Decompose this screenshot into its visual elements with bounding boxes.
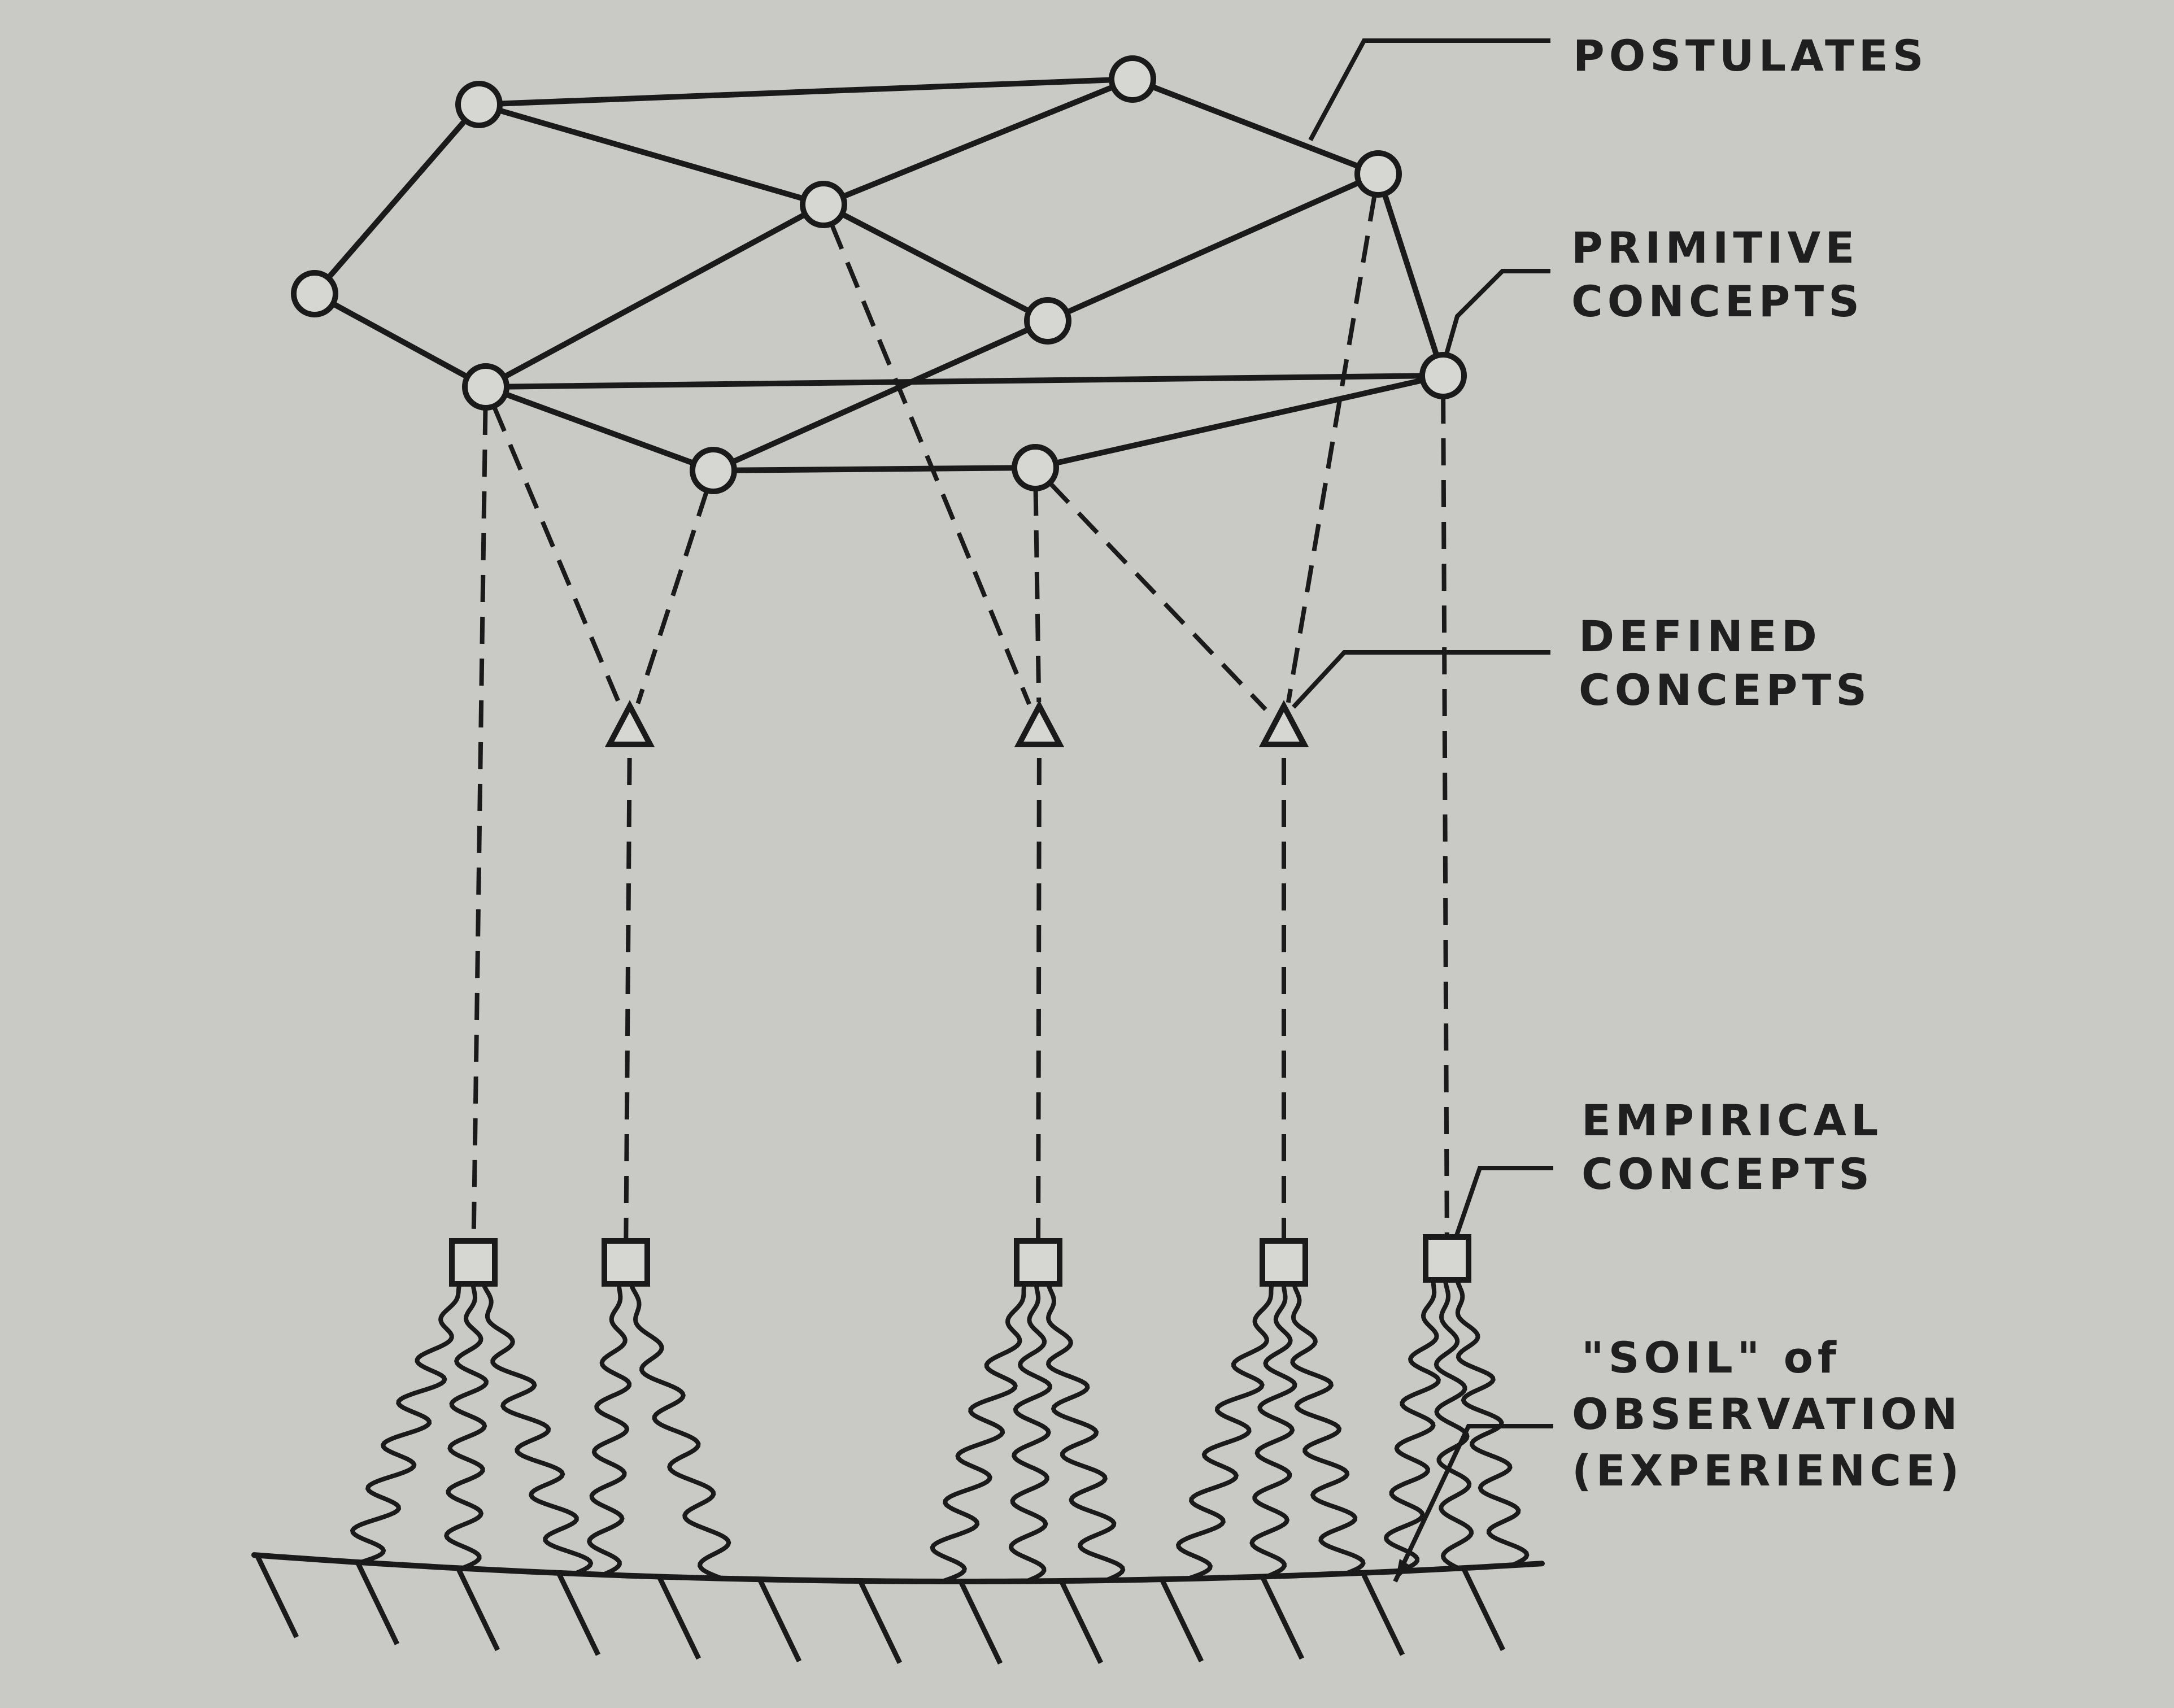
empirical-concept-node-e3 <box>1014 1238 1062 1287</box>
postulate-edge-p6-p9 <box>502 391 697 467</box>
correspondence-edge-d2-e3 <box>1036 757 1042 1241</box>
correspondence-edge-p8-e5 <box>1441 396 1449 1238</box>
label-soil-line3: (EXPERIENCE) <box>1572 1445 1964 1496</box>
ground-hatch <box>1461 1567 1506 1652</box>
primitive-concept-node-p2 <box>1109 55 1156 103</box>
ground-hatch <box>857 1580 903 1665</box>
leader-line-defined <box>1292 650 1550 709</box>
leader-line-primitive <box>1444 269 1550 357</box>
ground-hatch <box>455 1567 500 1652</box>
primitive-concept-node-p8 <box>1419 352 1467 399</box>
soil-leader-arrow-icon <box>1395 1559 1410 1581</box>
primitive-concept-node-p3 <box>800 181 847 228</box>
defined-concept-node-d2 <box>1014 700 1065 747</box>
postulate-edge-p6-p8 <box>503 373 1426 390</box>
observation-root-e5-1 <box>1434 1279 1474 1571</box>
observation-root-e4-1 <box>1249 1284 1297 1579</box>
postulate-edge-p10-p8 <box>1053 377 1426 466</box>
label-postulates: POSTULATES <box>1573 30 1928 81</box>
observation-ground <box>251 1552 1545 1665</box>
ground-hatch <box>757 1578 802 1663</box>
empirical-concept-node-e4 <box>1260 1238 1308 1287</box>
postulate-edge-p2-p3 <box>840 84 1116 200</box>
leader-line-postulates <box>1308 38 1550 141</box>
observation-root-e1-0 <box>350 1283 462 1565</box>
defined-concept-node-d1 <box>604 700 655 747</box>
observation-root-e3-1 <box>1008 1283 1052 1584</box>
label-empirical-line1: EMPIRICAL <box>1582 1095 1883 1145</box>
observation-root-e4-0 <box>1175 1283 1274 1581</box>
correspondence-edge-d1-e2 <box>624 757 632 1241</box>
definition-edge-p3-d2 <box>829 223 1031 705</box>
primitive-concept-node-p1 <box>455 81 503 128</box>
definition-edge-p10-d3 <box>1048 481 1267 711</box>
label-primitive-line1: PRIMITIVE <box>1571 223 1859 273</box>
observation-root-e5-2 <box>1455 1279 1530 1568</box>
postulate-edge-p3-p7 <box>839 211 1032 314</box>
observation-root-e5-0 <box>1383 1279 1441 1574</box>
leader-line-empirical <box>1454 1166 1553 1238</box>
defined-concept-node-d3 <box>1258 700 1309 747</box>
postulate-edge-p9-p10 <box>731 465 1018 473</box>
label-defined-line2: CONCEPTS <box>1579 665 1871 715</box>
observation-root-e1-1 <box>444 1284 489 1571</box>
postulate-edge-p5-p7 <box>1064 180 1362 315</box>
definition-edge-p6-d1 <box>491 405 622 705</box>
definition-edge-p5-d3 <box>1286 194 1377 703</box>
correspondence-edge-p6-e1 <box>471 407 488 1241</box>
ground-hatch <box>1260 1575 1305 1660</box>
ground-hatch <box>1360 1571 1405 1656</box>
empirical-concept-node-e1 <box>449 1238 498 1287</box>
observation-root-e2-1 <box>629 1283 731 1581</box>
ground-hatch <box>656 1575 702 1660</box>
postulate-edge-p5-p8 <box>1382 191 1440 359</box>
ground-line <box>251 1552 1545 1584</box>
postulate-edge-p1-p3 <box>496 107 807 202</box>
primitive-concept-node-p7 <box>1024 297 1071 345</box>
postulate-edge-p3-p6 <box>501 211 808 380</box>
postulate-edge-p1-p4 <box>325 117 468 281</box>
postulate-edge-p1-p2 <box>496 77 1115 107</box>
definition-edge-p9-d1 <box>635 489 709 704</box>
postulate-edge-p2-p5 <box>1149 84 1362 169</box>
label-defined-line1: DEFINED <box>1579 611 1822 661</box>
label-soil-line2: OBSERVATION <box>1572 1389 1962 1439</box>
observation-root-e3-2 <box>1045 1283 1126 1583</box>
ground-hatch <box>1159 1578 1204 1663</box>
label-soil-line1: "SOIL" of <box>1582 1332 1841 1383</box>
primitive-concept-node-p5 <box>1354 150 1402 198</box>
leader-line-soil <box>1393 1424 1553 1583</box>
ground-hatch <box>254 1554 299 1639</box>
label-primitive-line2: CONCEPTS <box>1571 276 1864 326</box>
empirical-concept-node-e5 <box>1423 1234 1471 1283</box>
ground-hatch <box>1058 1580 1104 1664</box>
ground-hatch <box>355 1561 400 1645</box>
primitive-concept-node-p9 <box>690 447 737 494</box>
postulate-edge-p9-p7 <box>729 326 1032 465</box>
observation-root-e4-2 <box>1290 1283 1366 1576</box>
postulate-edge-p4-p6 <box>330 300 470 380</box>
empirical-concept-node-e2 <box>602 1238 650 1287</box>
observation-root-e3-0 <box>930 1283 1027 1584</box>
definition-edge-p10-d2 <box>1033 488 1042 703</box>
label-empirical-line2: CONCEPTS <box>1582 1149 1874 1199</box>
primitive-concept-node-p4 <box>291 270 338 317</box>
ground-hatch <box>556 1571 601 1656</box>
observation-root-e2-0 <box>586 1284 632 1577</box>
primitive-concept-node-p10 <box>1012 444 1059 491</box>
ground-hatch <box>958 1580 1003 1665</box>
primitive-concept-node-p6 <box>462 363 509 411</box>
observation-root-e1-2 <box>481 1283 594 1576</box>
